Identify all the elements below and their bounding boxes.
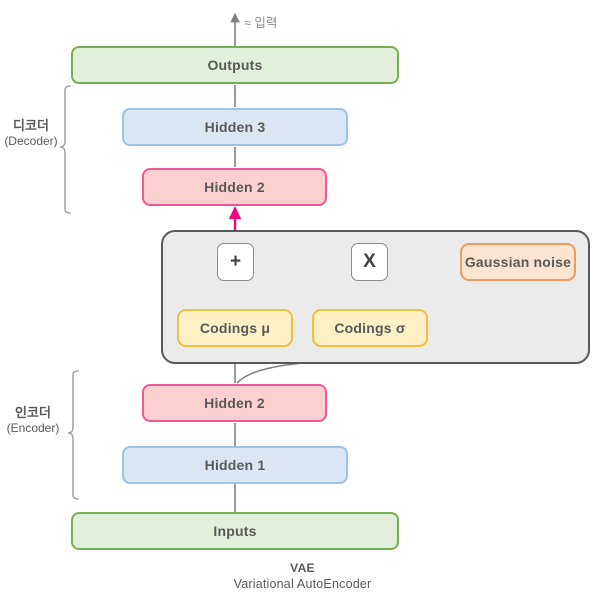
layer-inputs-label: Inputs	[213, 523, 257, 539]
multiply-operator[interactable]: X	[351, 243, 388, 281]
layer-hidden-2-encoder[interactable]: Hidden 2	[142, 384, 327, 422]
layer-hidden-3-label: Hidden 3	[204, 119, 266, 135]
add-operator-label: +	[229, 251, 242, 272]
add-operator[interactable]: +	[217, 243, 254, 281]
codings-mu-node[interactable]: Codings μ	[177, 309, 293, 347]
multiply-operator-label: X	[363, 251, 376, 272]
layer-hidden-3[interactable]: Hidden 3	[122, 108, 348, 146]
caption-title: VAE	[290, 561, 315, 575]
layer-hidden-2-decoder[interactable]: Hidden 2	[142, 168, 327, 206]
layer-inputs[interactable]: Inputs	[71, 512, 399, 550]
layer-outputs[interactable]: Outputs	[71, 46, 399, 84]
gaussian-noise-label: Gaussian noise	[464, 254, 572, 270]
codings-sigma-label: Codings σ	[334, 320, 406, 336]
diagram-caption: VAE Variational AutoEncoder	[0, 561, 605, 591]
encoder-brace	[67, 370, 79, 500]
encoder-brace-label: 인코더 (Encoder)	[2, 405, 64, 436]
approx-input-label: ≈ 입력	[244, 16, 278, 30]
decoder-brace	[59, 85, 71, 214]
encoder-label-ko: 인코더	[15, 405, 51, 420]
layer-outputs-label: Outputs	[207, 57, 263, 73]
encoder-label-en: (Encoder)	[6, 421, 60, 436]
layer-hidden-1[interactable]: Hidden 1	[122, 446, 348, 484]
caption-subtitle: Variational AutoEncoder	[233, 577, 372, 591]
codings-mu-label: Codings μ	[199, 320, 271, 336]
gaussian-noise-node[interactable]: Gaussian noise	[460, 243, 576, 281]
decoder-label-ko: 디코더	[13, 118, 49, 133]
decoder-label-en: (Decoder)	[4, 134, 58, 149]
layer-hidden-1-label: Hidden 1	[204, 457, 266, 473]
layer-hidden-2-decoder-label: Hidden 2	[204, 179, 265, 195]
layer-hidden-2-encoder-label: Hidden 2	[204, 395, 265, 411]
codings-sigma-node[interactable]: Codings σ	[312, 309, 428, 347]
decoder-brace-label: 디코더 (Decoder)	[2, 118, 60, 149]
